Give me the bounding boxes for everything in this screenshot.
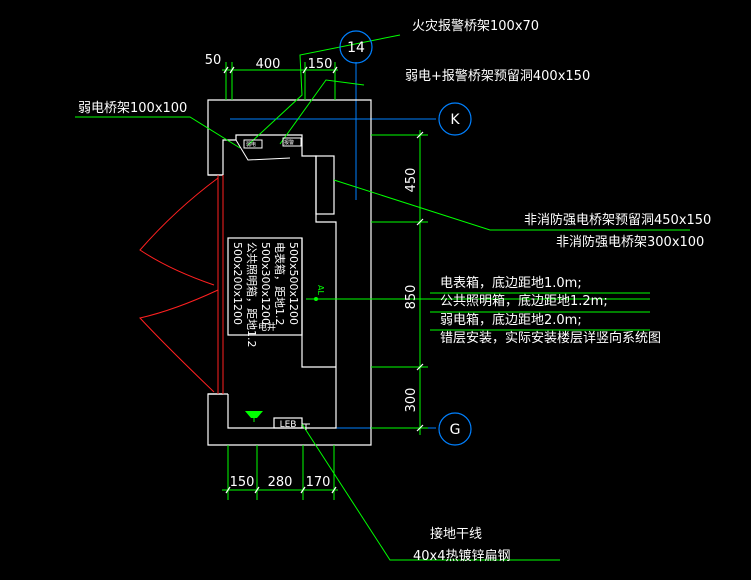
callout-weak-current-hole: 弱电+报警桥架预留洞400x150 xyxy=(405,68,590,84)
panel-label-col4: 电表箱，距地1.2 xyxy=(273,242,287,326)
tray-label-1: 弱电 xyxy=(246,141,256,148)
dim-bottom-150: 150 xyxy=(230,475,255,490)
grounding-line2: 40x4热镀锌扁钢 xyxy=(413,548,511,564)
dim-right-450: 450 xyxy=(404,168,419,193)
grid-axis-g: G xyxy=(438,412,472,446)
dim-top-400: 400 xyxy=(256,57,281,72)
panel-label-col5: 500x500x1200 xyxy=(287,242,300,325)
panel-label-col2: 公共照明箱，距地1.2 xyxy=(245,242,259,348)
grid-axis-14: 14 xyxy=(339,30,373,64)
door-swing xyxy=(139,175,224,394)
dim-bottom-280: 280 xyxy=(268,475,293,490)
panel-label-bottom: 电井 xyxy=(258,321,276,333)
note-lighting-box: 公共照明箱，底边距地1.2m; xyxy=(440,293,608,309)
panel-label-col3: 500x300x1200 xyxy=(259,242,272,325)
dim-top-150: 150 xyxy=(308,57,333,72)
callout-fire-alarm-tray: 火灾报警桥架100x70 xyxy=(412,18,539,34)
grid-label-g: G xyxy=(450,422,461,438)
note-weak-box: 弱电箱，底边距地2.0m; xyxy=(440,312,582,328)
note-install: 错层安装，实际安装楼层详竖向系统图 xyxy=(440,330,661,346)
callout-non-fire-tray: 非消防强电桥架300x100 xyxy=(556,234,704,250)
dim-top-50: 50 xyxy=(205,53,222,68)
grounding-line1: 接地干线 xyxy=(430,526,482,542)
grounding-terminal-icon xyxy=(245,411,263,422)
walls xyxy=(207,99,372,446)
green-vertical-label: AL xyxy=(316,285,325,295)
grounding-symbol-icon xyxy=(302,423,310,430)
callout-non-fire-hole: 非消防强电桥架预留洞450x150 xyxy=(524,212,711,228)
grounding-box-label: LEB xyxy=(280,420,297,430)
cable-trays xyxy=(235,137,302,161)
panel-label-col1: 500x200x1200 xyxy=(231,242,244,325)
callout-weak-current-tray: 弱电桥架100x100 xyxy=(78,101,187,116)
grid-label-k: K xyxy=(450,112,460,128)
junction-dot xyxy=(314,297,318,301)
dim-bottom-170: 170 xyxy=(306,475,331,490)
grid-label-14: 14 xyxy=(347,40,365,56)
note-meter-box: 电表箱，底边距地1.0m; xyxy=(440,275,582,291)
tray-label-2: 报警 xyxy=(284,139,294,146)
grid-axis-k: K xyxy=(438,102,472,136)
dimension-ticks xyxy=(223,66,424,494)
dim-right-300: 300 xyxy=(404,388,419,413)
dim-right-850: 850 xyxy=(404,285,419,310)
